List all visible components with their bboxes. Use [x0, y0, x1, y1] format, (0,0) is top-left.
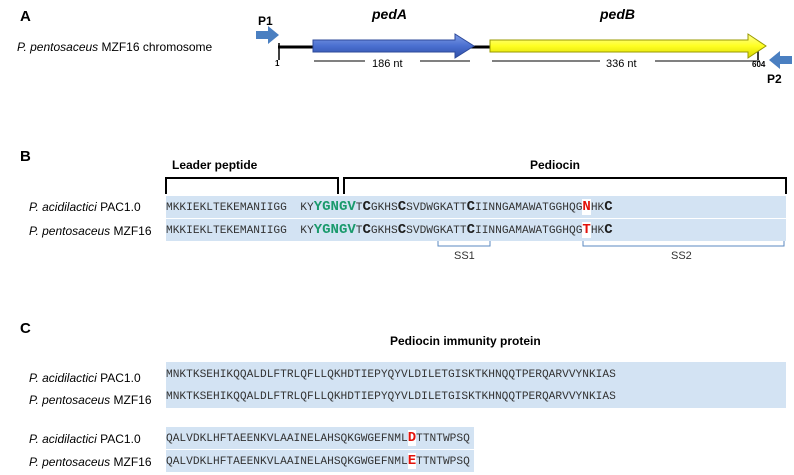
immunity-species-row1: P. acidilactici PAC1.0 [29, 371, 141, 385]
seq-segment: IINNGAMAWATGGHQG [474, 225, 583, 237]
leader-bracket [165, 177, 339, 194]
seq-segment: T [355, 202, 363, 214]
seq-segment: IINNGAMAWATGGHQG [474, 202, 583, 214]
panel-label-b: B [20, 148, 31, 165]
ss2-bracket [582, 240, 785, 247]
variant-residue: E [407, 453, 417, 469]
cysteine-residue: C [362, 222, 371, 238]
immunity-seq-block1: MNKTKSEHIKQQALDLFTRLQFLLQKHDTIEPYQYVLDIL… [166, 362, 786, 408]
immunity-seq: TTNTWPSQ [416, 456, 470, 468]
cysteine-residue: C [362, 199, 371, 215]
pediocin-seq-row1: MKKIEKLTEKEMANIIGG KYYGNGVTCGKHSCSVDWGKA… [166, 196, 786, 218]
ygngv-motif: YGNGV [313, 199, 356, 215]
pedb-gene-arrow [489, 33, 767, 59]
species-genus: P. pentosaceus [29, 393, 111, 407]
species-label-row1: P. acidilactici PAC1.0 [29, 200, 141, 214]
coordinate-end: 604 [752, 60, 766, 69]
organism-genus: P. pentosaceus [17, 40, 99, 54]
species-genus: P. acidilactici [29, 200, 97, 214]
variant-residue: N [582, 199, 591, 215]
immunity-seq: QALVDKLHFTAEENKVLAAINELAHSQKGWGEFNML [166, 433, 408, 445]
variant-residue: D [407, 430, 417, 446]
seq-segment: SVDWGKATT [406, 202, 467, 214]
length-label-pedb: 336 nt [606, 58, 637, 70]
species-genus: P. pentosaceus [29, 455, 111, 469]
ss2-label: SS2 [671, 250, 692, 262]
species-strain: PAC1.0 [96, 371, 141, 385]
seq-segment: HK [590, 202, 605, 214]
primer-p1-arrow-icon [256, 26, 279, 44]
immunity-seq: TTNTWPSQ [416, 433, 470, 445]
primer-p2-arrow-icon [769, 51, 792, 69]
ss1-bracket [437, 240, 491, 247]
cysteine-residue: C [466, 199, 475, 215]
cysteine-residue: C [397, 199, 407, 215]
species-strain: PAC1.0 [96, 432, 141, 446]
cysteine-residue: C [604, 199, 613, 215]
primer-p1-label: P1 [258, 14, 273, 28]
immunity-seq: MNKTKSEHIKQQALDLFTRLQFLLQKHDTIEPYQYVLDIL… [166, 369, 616, 381]
seq-segment: T [355, 225, 363, 237]
cysteine-residue: C [466, 222, 475, 238]
immunity-seq: MNKTKSEHIKQQALDLFTRLQFLLQKHDTIEPYQYVLDIL… [166, 391, 616, 403]
gene-map [256, 26, 792, 69]
panel-b-brackets [165, 177, 787, 247]
coordinate-start: 1 [275, 59, 280, 68]
leader-seq: MKKIEKLTEKEMANIIGG [166, 202, 287, 214]
species-genus: P. pentosaceus [29, 224, 111, 238]
length-label-peda: 186 nt [372, 58, 403, 70]
variant-residue: T [582, 222, 591, 238]
species-strain: MZF16 [110, 455, 152, 469]
ss1-label: SS1 [454, 250, 475, 262]
leader-seq: MKKIEKLTEKEMANIIGG [166, 225, 287, 237]
cysteine-residue: C [604, 222, 613, 238]
seq-segment: SVDWGKATT [406, 225, 467, 237]
ygngv-motif: YGNGV [313, 222, 356, 238]
cysteine-residue: C [397, 222, 407, 238]
species-genus: P. acidilactici [29, 371, 97, 385]
seq-segment: GKHS [370, 202, 398, 214]
gene-label-pedb: pedB [600, 6, 635, 22]
species-genus: P. acidilactici [29, 432, 97, 446]
immunity-species-row3: P. acidilactici PAC1.0 [29, 432, 141, 446]
panel-label-a: A [20, 8, 31, 25]
organism-strain: MZF16 chromosome [98, 40, 213, 54]
seq-segment: KY [300, 202, 314, 214]
species-strain: MZF16 [110, 393, 152, 407]
peda-gene-arrow [312, 33, 475, 59]
pediocin-bracket [343, 177, 787, 194]
seq-segment: HK [590, 225, 605, 237]
organism-label: P. pentosaceus MZF16 chromosome [17, 40, 212, 54]
panel-label-c: C [20, 320, 31, 337]
immunity-protein-title: Pediocin immunity protein [390, 334, 541, 348]
pediocin-title: Pediocin [530, 158, 581, 172]
immunity-seq-block2-row1: QALVDKLHFTAEENKVLAAINELAHSQKGWGEFNMLDTTN… [166, 427, 474, 449]
primer-p2-label: P2 [767, 72, 782, 86]
pediocin-seq-row2: MKKIEKLTEKEMANIIGG KYYGNGVTCGKHSCSVDWGKA… [166, 219, 786, 241]
immunity-species-row4: P. pentosaceus MZF16 [29, 455, 152, 469]
species-label-row2: P. pentosaceus MZF16 [29, 224, 152, 238]
gene-label-peda: pedA [372, 6, 407, 22]
species-strain: PAC1.0 [96, 200, 141, 214]
seq-segment: GKHS [370, 225, 398, 237]
immunity-species-row2: P. pentosaceus MZF16 [29, 393, 152, 407]
species-strain: MZF16 [110, 224, 152, 238]
leader-peptide-title: Leader peptide [172, 158, 258, 172]
seq-segment: KY [300, 225, 314, 237]
immunity-seq: QALVDKLHFTAEENKVLAAINELAHSQKGWGEFNML [166, 456, 408, 468]
immunity-seq-block2-row2: QALVDKLHFTAEENKVLAAINELAHSQKGWGEFNMLETTN… [166, 450, 474, 472]
